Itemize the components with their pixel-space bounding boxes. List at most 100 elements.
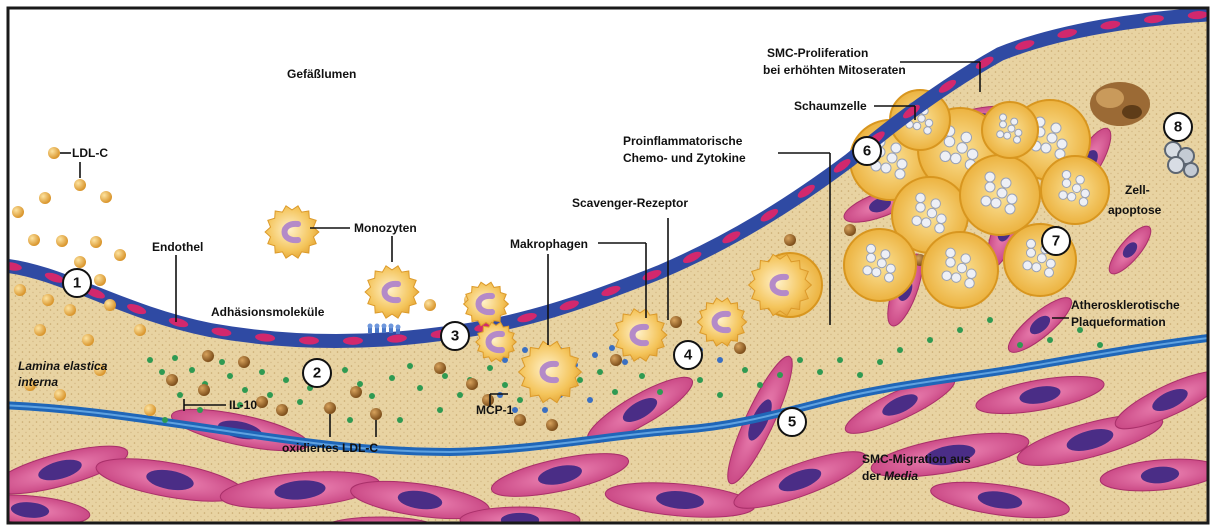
ldl-particle: [56, 235, 68, 247]
lipid-droplet: [1032, 263, 1041, 272]
chemokine-dot: [283, 377, 289, 383]
smc-nucleus: [501, 513, 539, 527]
lipid-droplet: [991, 198, 1001, 208]
oxidized-ldl-particle: [670, 316, 682, 328]
chemokine-dot: [857, 372, 863, 378]
step-number: 8: [1174, 119, 1182, 136]
lipid-droplet: [1072, 184, 1081, 193]
athero-label-line2: Plaqueformation: [1071, 315, 1166, 329]
adhaesion-label: Adhäsionsmoleküle: [211, 305, 325, 319]
step-marker-4: 4: [674, 341, 702, 369]
oxidized-ldl-particle: [202, 350, 214, 362]
step-marker-2: 2: [303, 359, 331, 387]
makrophagen-label: Makrophagen: [510, 237, 588, 251]
chemokine-dot: [1097, 342, 1103, 348]
chemokine-dot: [442, 373, 448, 379]
step-number: 1: [73, 275, 81, 292]
lipid-droplet: [1005, 204, 1015, 214]
foam-cell: [844, 229, 916, 301]
chemokine-dot: [407, 363, 413, 369]
oxidized-ldl-particle: [514, 414, 526, 426]
step-marker-1: 1: [63, 269, 91, 297]
foam-cell: [922, 232, 998, 308]
lipid-droplet: [1014, 136, 1021, 143]
lipid-droplet: [1057, 139, 1067, 149]
oxidized-ldl-particle: [166, 374, 178, 386]
ldl-particle: [144, 404, 156, 416]
chemokine-dot: [197, 407, 203, 413]
oxidized-ldl-particle: [238, 356, 250, 368]
oxidized-ldl-particle: [324, 402, 336, 414]
lipid-droplet: [916, 203, 926, 213]
chemokine-dot: [622, 359, 628, 365]
lipid-droplet: [997, 131, 1004, 138]
chemokine-dot: [777, 372, 783, 378]
lipid-droplet: [863, 266, 872, 275]
lipid-droplet: [1045, 268, 1054, 277]
lipid-droplet: [1011, 118, 1018, 125]
chemokine-dot: [389, 375, 395, 381]
lipid-droplet: [872, 268, 881, 277]
ldl-particle: [48, 147, 60, 159]
oxidized-ldl-particle: [370, 408, 382, 420]
lipid-droplet: [1027, 239, 1036, 248]
oxidized-ldl-particle: [784, 234, 796, 246]
chemokine-dot: [757, 382, 763, 388]
lipid-droplet: [1081, 189, 1090, 198]
chemokine-dot: [987, 317, 993, 323]
chemokine-dot: [927, 337, 933, 343]
chemokine-dot: [742, 367, 748, 373]
ldl-particle: [104, 299, 116, 311]
ldl-particle: [74, 256, 86, 268]
lipid-droplet: [921, 218, 931, 228]
chemokine-dot: [219, 359, 225, 365]
lipid-droplet: [1008, 125, 1015, 132]
lipid-droplet: [1023, 261, 1032, 270]
lipid-droplet: [951, 153, 962, 164]
ldl-particle: [82, 334, 94, 346]
ldl-particle: [12, 206, 24, 218]
lipid-droplet: [881, 163, 891, 173]
ldl-particle: [42, 294, 54, 306]
lipid-droplet: [985, 182, 995, 192]
lipid-droplet: [1079, 198, 1088, 207]
chemokine-dot: [172, 355, 178, 361]
lipid-droplet: [961, 254, 971, 264]
lipid-droplet: [946, 248, 956, 258]
lipid-droplet: [927, 208, 937, 218]
step-number: 6: [863, 143, 871, 160]
oxidized-ldl-particle: [734, 342, 746, 354]
smc-proliferation-line2: bei erhöhten Mitoseraten: [763, 63, 906, 77]
chemokine-dot: [592, 352, 598, 358]
scavenger-label: Scavenger-Rezeptor: [572, 196, 688, 210]
chemokine-dot: [297, 399, 303, 405]
ldl-particle: [134, 324, 146, 336]
monozyten-label: Monozyten: [354, 221, 417, 235]
smooth-muscle-cell: [460, 507, 580, 531]
chemokine-dot: [837, 357, 843, 363]
chemokine-dot: [717, 357, 723, 363]
foam-cell: [982, 102, 1038, 158]
ldl-particle: [64, 304, 76, 316]
ldl-particle: [100, 191, 112, 203]
lumen-label: Gefäßlumen: [287, 67, 356, 81]
smc-migration-line1: SMC-Migration aus: [862, 452, 971, 466]
lipid-droplet: [1046, 259, 1055, 268]
lipid-droplet: [931, 199, 941, 209]
lipid-droplet: [957, 143, 968, 154]
proinfl-label-line1: Proinflammatorische: [623, 134, 743, 148]
lipid-droplet: [1076, 176, 1085, 185]
lipid-droplet: [924, 127, 932, 135]
chemokine-dot: [159, 369, 165, 375]
apoptotic-cell-brown: [1090, 82, 1150, 126]
step-marker-6: 6: [853, 137, 881, 165]
chemokine-dot: [577, 377, 583, 383]
lipid-droplet: [1062, 170, 1071, 179]
ldl-particle: [28, 234, 40, 246]
lipid-droplet: [997, 188, 1007, 198]
chemokine-dot: [502, 382, 508, 388]
lipid-droplet: [912, 216, 922, 226]
lipid-droplet: [944, 136, 955, 147]
